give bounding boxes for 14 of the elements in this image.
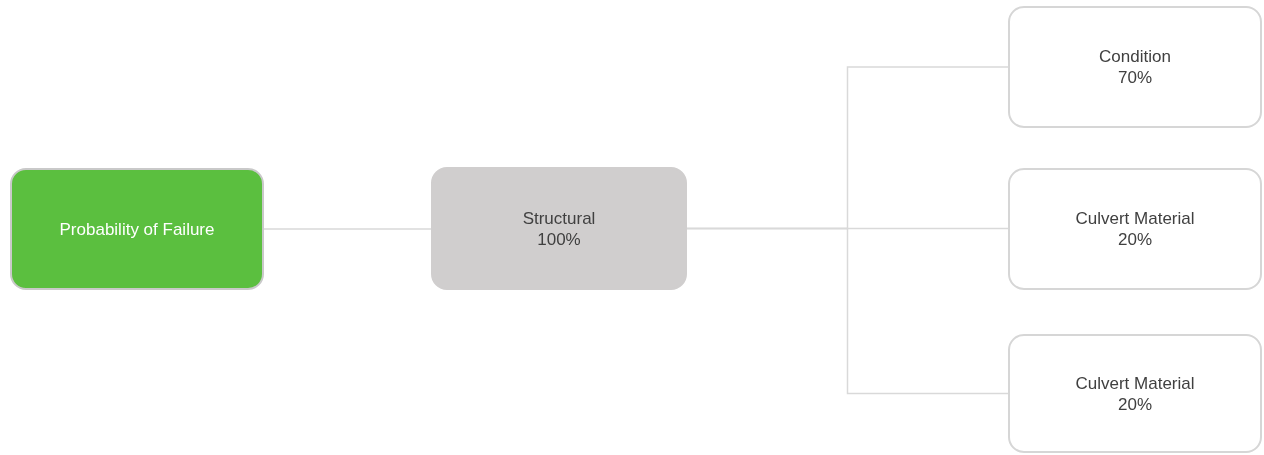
node-label: Condition (1099, 46, 1171, 67)
node-label: Culvert Material (1075, 208, 1195, 229)
root-box (10, 168, 264, 290)
node-label: 20% (1118, 393, 1152, 415)
node-label: Probability of Failure (59, 218, 215, 240)
node-label: 100% (537, 228, 581, 250)
process-box (1008, 6, 1262, 128)
node-label: Structural (522, 207, 596, 229)
node-label: Culvert Material (1075, 372, 1195, 394)
process-box (1008, 334, 1262, 453)
node-label: 70% (1118, 67, 1152, 88)
process-box (431, 167, 687, 290)
process-box (1008, 168, 1262, 290)
node-label: 20% (1118, 229, 1152, 250)
